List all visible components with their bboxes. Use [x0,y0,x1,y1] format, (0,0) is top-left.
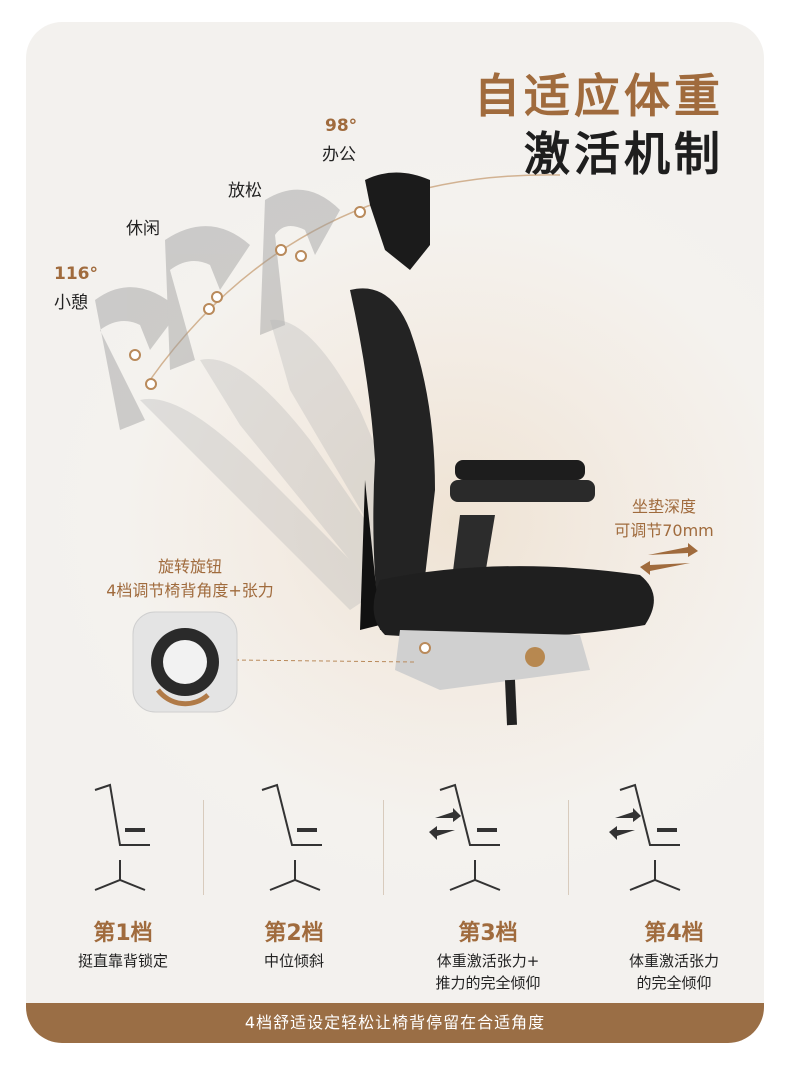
mode-desc-line1: 体重激活张力+ [436,952,540,970]
knob-callout-line1: 旋转旋钮 [157,557,222,576]
knob-callout-line2: 4档调节椅背角度+张力 [106,581,274,600]
seat-callout-line2: 可调节70mm [614,521,714,540]
position-label: 办公 [322,145,356,165]
knob-callout: 旋转旋钮 4档调节椅背角度+张力 [60,555,320,603]
headrest [365,172,430,270]
divider [203,800,204,895]
chair-mode-2-icon [261,783,322,891]
mode-desc: 挺直靠背锁定 [33,950,213,972]
divider [383,800,384,895]
mode-desc: 中位倾斜 [204,950,384,972]
recline-arc [149,174,561,381]
seat-callout-line1: 坐垫深度 [631,497,696,516]
position-angle: 98° [325,116,358,136]
mode-desc-line1: 体重激活张力 [628,952,719,970]
mode-name: 第4档 [644,921,704,946]
chair-mode-4-icon [619,783,681,891]
mode-name: 第1档 [93,921,153,946]
seat-callout: 坐垫深度 可调节70mm [594,495,734,543]
heading-line1: 自适应体重 [474,69,724,123]
position-label: 休闲 [126,219,160,239]
backrest [350,288,435,630]
chair-mode-1-icon [94,783,150,891]
depth-arrows-icon [640,543,698,575]
chair-mode-3-icon [439,783,501,891]
mode-name: 第2档 [264,921,324,946]
position-label: 小憩 [54,293,88,313]
mode-desc-line2: 推力的完全倾仰 [435,974,541,992]
divider [568,800,569,895]
heading-line2: 激活机制 [524,127,724,181]
mode-name: 第3档 [458,921,518,946]
mode-desc-line1: 中位倾斜 [263,952,324,970]
position-label: 放松 [228,181,262,201]
position-angle: 116° [54,264,98,284]
mode-desc: 体重激活张力的完全倾仰 [584,950,764,994]
ghost-backrests [95,189,340,430]
seat [373,566,654,639]
mode-desc-line1: 挺直靠背锁定 [77,952,168,970]
mode-desc: 体重激活张力+ 推力的完全倾仰 [398,950,578,994]
footer-banner: 4档舒适设定轻松让椅背停留在合适角度 [26,1003,764,1043]
mode-desc-line2: 的完全倾仰 [636,974,712,992]
